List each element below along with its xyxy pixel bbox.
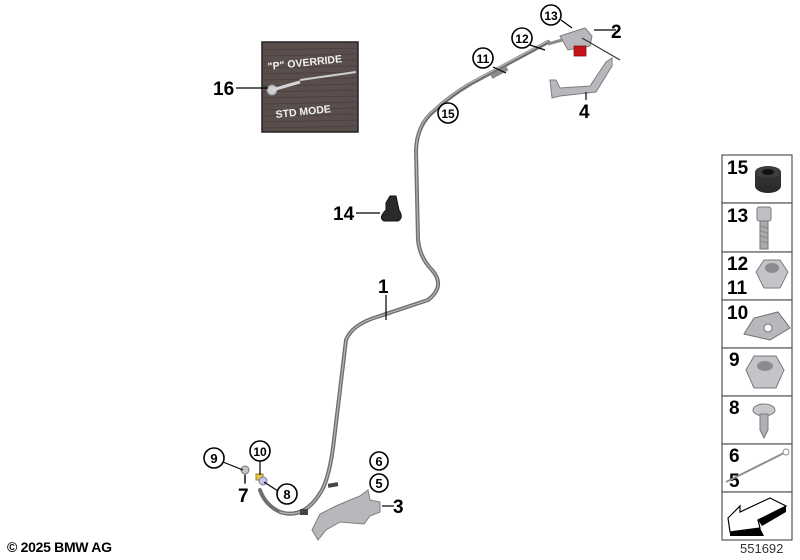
callout-11: 11	[477, 52, 490, 66]
self-tapping-screw-icon	[752, 403, 776, 440]
callout-16: 16	[213, 79, 234, 100]
callout-15: 15	[441, 107, 455, 121]
panel-label-13: 13	[727, 206, 748, 227]
panel-label-8: 8	[729, 398, 740, 419]
panel-label-9: 9	[729, 350, 740, 371]
callout-9: 9	[210, 451, 217, 466]
spring-clip-icon	[743, 311, 791, 341]
panel-label-5: 5	[729, 471, 740, 492]
parts-panel: 15 13 12 11 10 9	[721, 154, 793, 541]
callout-10: 10	[253, 445, 267, 459]
socket-screw-icon	[756, 206, 772, 250]
bracket-part-4	[549, 57, 613, 99]
inset-photo: "P" OVERRIDE STD MODE	[261, 41, 359, 133]
callout-13: 13	[544, 9, 558, 23]
callout-4: 4	[579, 102, 590, 123]
panel-cell-8	[721, 395, 793, 445]
actuator-part-2	[547, 27, 621, 61]
callout-12: 12	[515, 32, 529, 46]
callout-14: 14	[333, 204, 355, 225]
callout-8: 8	[283, 487, 290, 502]
direction-arrow-icon	[727, 497, 788, 536]
panel-label-6: 6	[729, 446, 740, 467]
copyright-text: © 2025 BMW AG	[7, 539, 112, 555]
hex-nut-icon	[745, 355, 785, 389]
cable-tie-icon	[725, 448, 790, 483]
release-cable	[258, 40, 550, 516]
callout-1: 1	[378, 277, 389, 298]
panel-label-15: 15	[727, 158, 749, 179]
grommet-icon	[755, 166, 781, 193]
callout-6: 6	[375, 454, 382, 469]
callout-7: 7	[238, 486, 249, 507]
panel-label-11: 11	[727, 278, 748, 299]
hex-nut-icon	[755, 259, 789, 289]
bracket-part-3	[311, 489, 381, 541]
inset-label-std-mode: STD MODE	[275, 103, 331, 121]
callout-2: 2	[611, 22, 622, 43]
panel-label-10: 10	[727, 303, 748, 324]
diagram-number: 551692	[740, 541, 784, 556]
callout-5: 5	[375, 476, 382, 491]
panel-label-12: 12	[727, 254, 748, 275]
grommet-part-14	[380, 195, 402, 222]
callout-3: 3	[393, 497, 404, 518]
